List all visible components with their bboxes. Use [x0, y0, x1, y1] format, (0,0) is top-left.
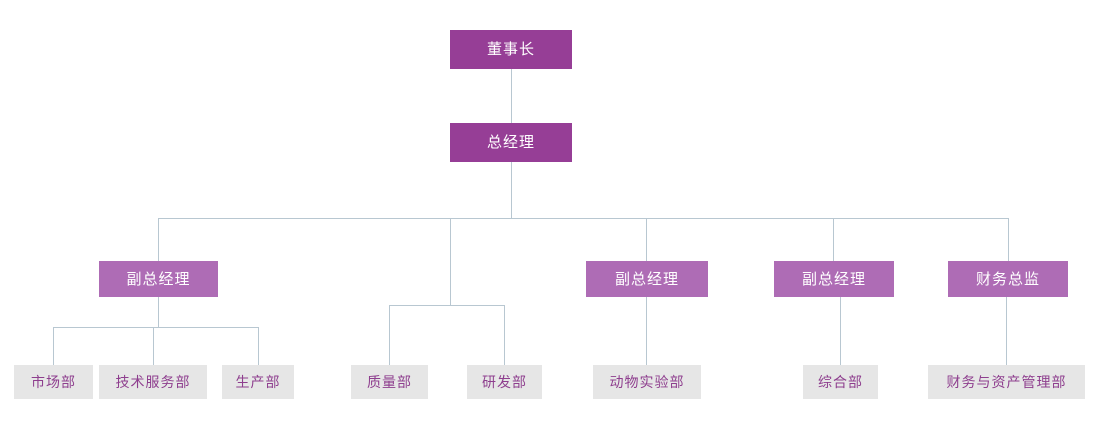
node-chairman[interactable]: 董事长: [450, 30, 572, 69]
connector-vp1-to-market: [53, 327, 54, 365]
connector-vp1-bus: [53, 327, 258, 328]
node-production-department[interactable]: 生产部: [222, 365, 294, 399]
connector-vp2-to-animal-lab: [646, 297, 647, 365]
connector-vp1-drop: [158, 297, 159, 327]
connector-bus-to-quality-branch: [450, 218, 451, 305]
connector-vp1-to-production: [258, 327, 259, 365]
node-rnd-department[interactable]: 研发部: [467, 365, 542, 399]
node-vice-general-manager-1[interactable]: 副总经理: [99, 261, 218, 297]
connector-branch-to-quality: [389, 305, 390, 365]
node-market-department[interactable]: 市场部: [14, 365, 93, 399]
connector-bus-to-vp2: [646, 218, 647, 261]
connector-quality-branch-bus: [389, 305, 505, 306]
node-quality-department[interactable]: 质量部: [351, 365, 428, 399]
connector-vp1-to-tech-service: [153, 327, 154, 365]
connector-bus-to-cfo: [1008, 218, 1009, 261]
node-animal-laboratory-department[interactable]: 动物实验部: [593, 365, 701, 399]
node-vice-general-manager-3[interactable]: 副总经理: [774, 261, 894, 297]
node-general-affairs-department[interactable]: 综合部: [803, 365, 878, 399]
connector-bus-to-vp3: [833, 218, 834, 261]
connector-bus-to-vp1: [158, 218, 159, 261]
connector-level3-bus: [158, 218, 1009, 219]
connector-cfo-to-finance-asset: [1006, 297, 1007, 365]
node-general-manager[interactable]: 总经理: [450, 123, 572, 162]
node-cfo[interactable]: 财务总监: [948, 261, 1068, 297]
connector-gm-drop: [511, 162, 512, 218]
node-vice-general-manager-2[interactable]: 副总经理: [586, 261, 708, 297]
node-finance-and-asset-management-department[interactable]: 财务与资产管理部: [928, 365, 1085, 399]
connector-vp3-to-general-affairs: [840, 297, 841, 365]
connector-branch-to-rnd: [504, 305, 505, 365]
node-technical-service-department[interactable]: 技术服务部: [99, 365, 207, 399]
connector-chairman-to-gm: [511, 69, 512, 123]
